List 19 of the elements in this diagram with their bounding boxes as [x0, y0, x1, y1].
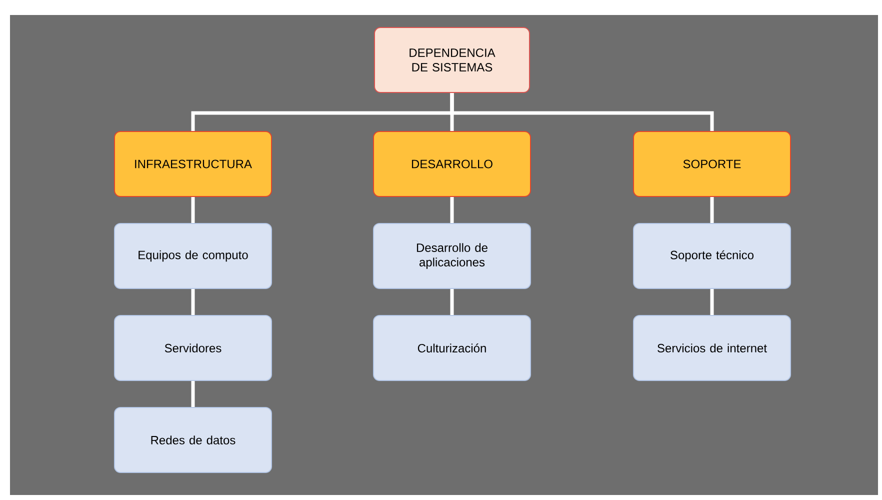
head-box: DEPENDENCIA DE SISTEMAS: [374, 27, 530, 93]
task-box: Soporte técnico: [633, 223, 792, 289]
task-box: Servicios de internet: [633, 315, 792, 381]
connector-line: [191, 381, 195, 407]
department-box: INFRAESTRUCTURA: [114, 131, 272, 197]
connector-line: [191, 289, 195, 315]
connector-line: [710, 197, 714, 223]
task-box: Equipos de computo: [114, 223, 272, 289]
connector-line: [450, 197, 454, 223]
connector-line: [450, 93, 714, 131]
task-box: Culturización: [373, 315, 531, 381]
task-box: Redes de datos: [114, 407, 272, 473]
connector-line: [191, 197, 195, 223]
task-box: Servidores: [114, 315, 272, 381]
connector-line: [710, 289, 714, 315]
department-box: SOPORTE: [633, 131, 792, 197]
connector-line: [450, 289, 454, 315]
department-box: DESARROLLO: [373, 131, 531, 197]
task-box: Desarrollo de aplicaciones: [373, 223, 531, 289]
